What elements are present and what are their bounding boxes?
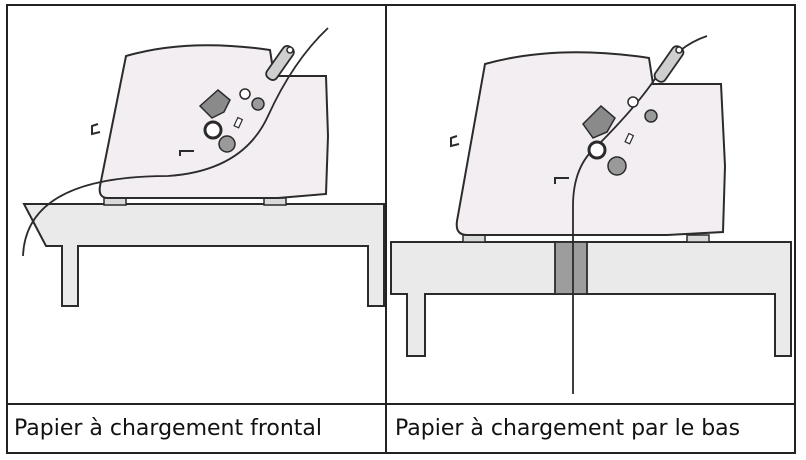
- front-bracket: [179, 150, 194, 156]
- caption-front-loading: Papier à chargement frontal: [14, 416, 323, 441]
- bottom-loading-panel: [387, 6, 794, 403]
- printer-foot-back: [263, 197, 287, 206]
- upper-roller: [627, 96, 639, 108]
- lower-roller: [218, 135, 236, 153]
- column-divider: [385, 6, 387, 452]
- printer-side-knob: [450, 135, 460, 148]
- sensor: [624, 132, 635, 145]
- printer-foot-front: [103, 197, 127, 206]
- mid-roller: [251, 97, 265, 111]
- mid-roller: [644, 109, 658, 123]
- figure-grid: Papier à chargement frontal Papier à cha…: [6, 4, 796, 454]
- tractor-unit: [582, 104, 616, 139]
- table-slot: [554, 241, 588, 295]
- bottom-loading-illustration: [390, 35, 792, 394]
- sensor: [233, 116, 244, 129]
- upper-roller: [239, 88, 251, 100]
- table: [390, 241, 792, 357]
- lower-roller: [607, 156, 627, 176]
- paper-sheet: [22, 27, 329, 257]
- front-loading-panel: [8, 6, 385, 403]
- printer-foot-back: [686, 234, 710, 243]
- lever-pivot: [675, 46, 683, 54]
- printer-side-knob: [91, 123, 101, 136]
- caption-bottom-loading: Papier à chargement par le bas: [395, 416, 741, 441]
- platen: [203, 120, 223, 140]
- platen: [587, 140, 607, 160]
- lever-pivot: [286, 46, 294, 54]
- printer-foot-front: [462, 234, 486, 243]
- caption-divider: [8, 403, 794, 405]
- tractor-unit: [198, 89, 231, 119]
- front-loading-illustration: [22, 27, 385, 307]
- front-bracket: [554, 177, 569, 184]
- table: [22, 203, 385, 307]
